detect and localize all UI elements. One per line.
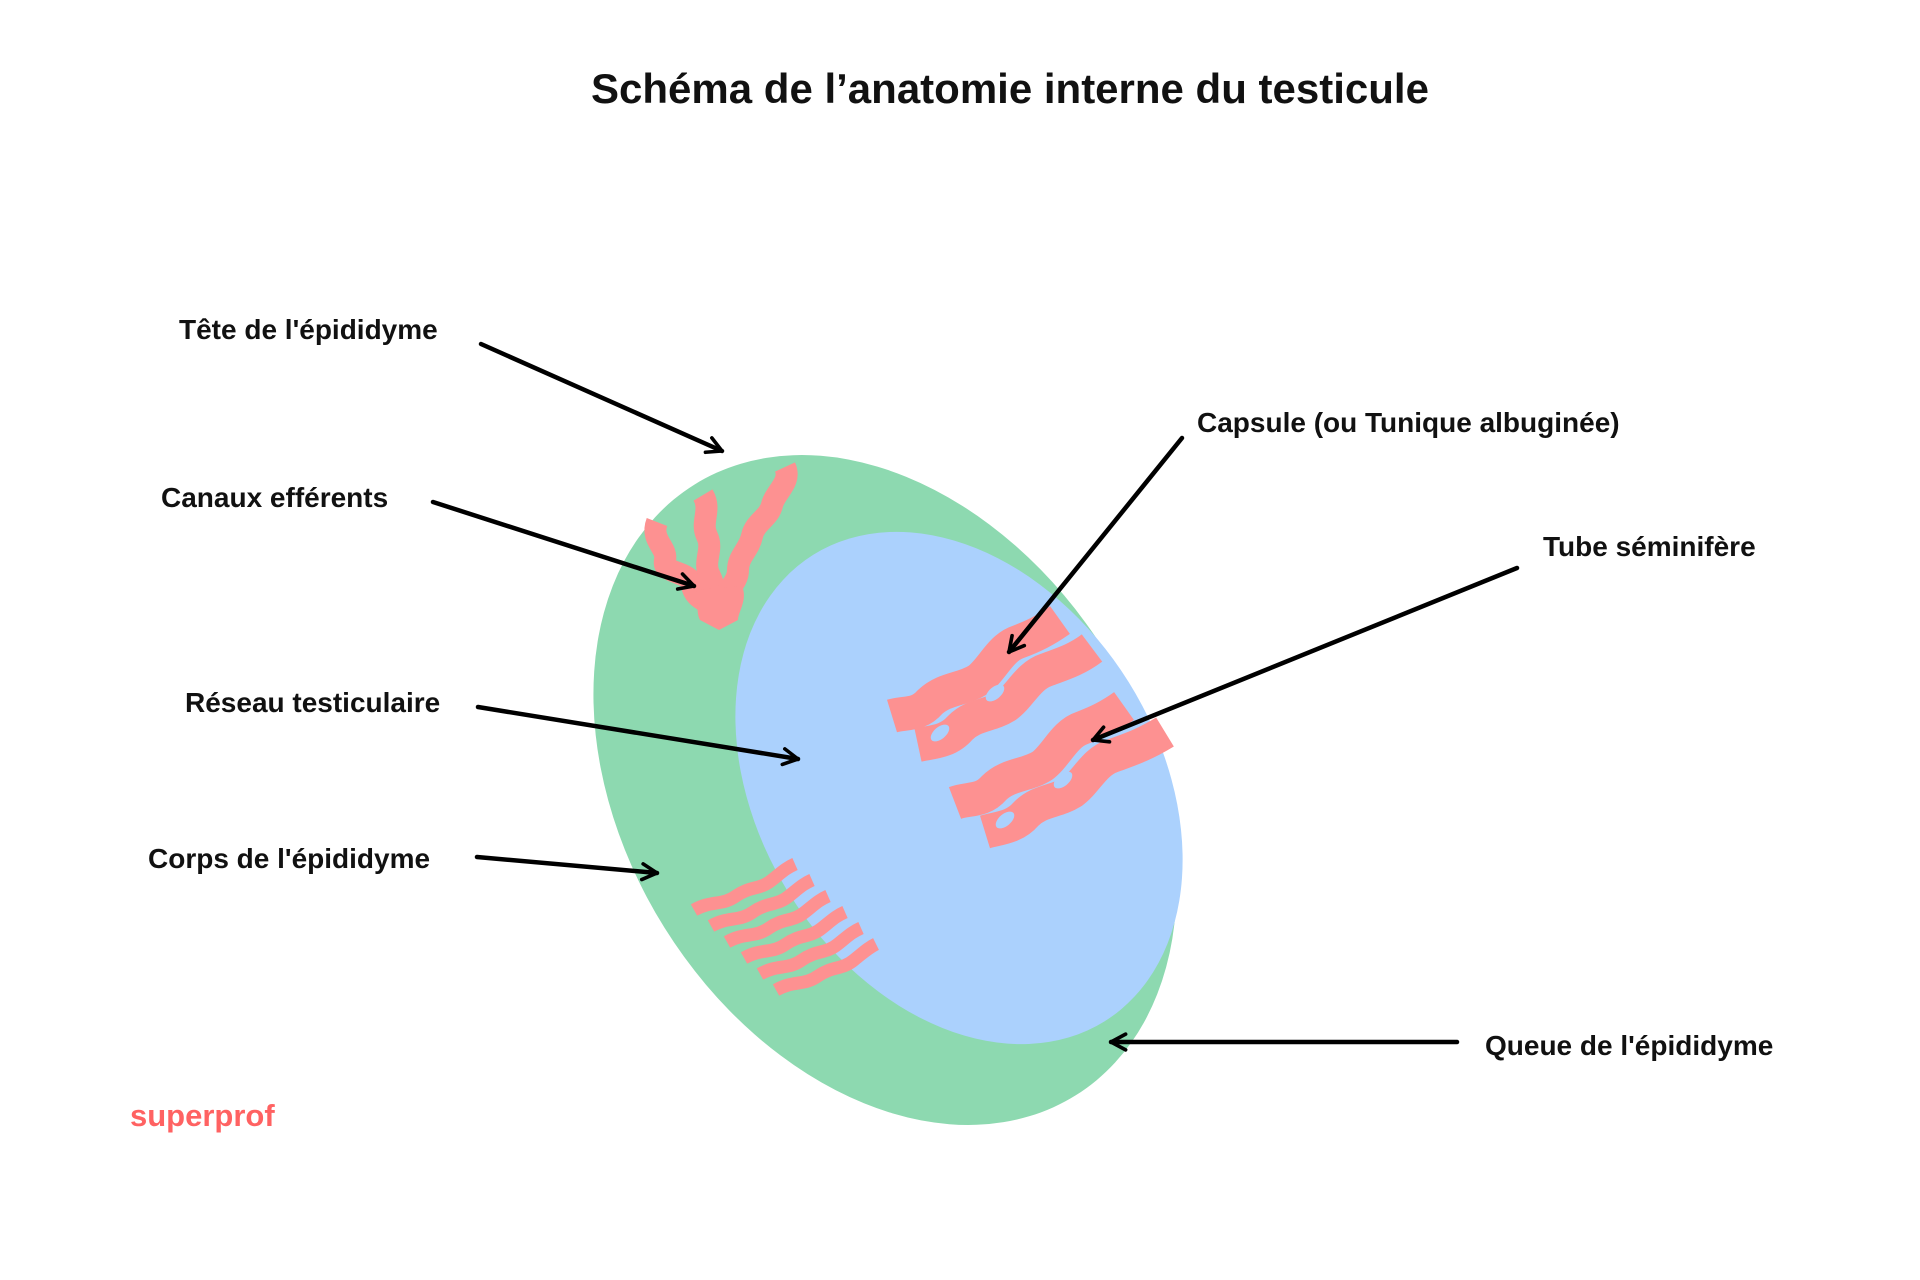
arrow-corps-epididyme bbox=[474, 854, 660, 882]
arrow-tube-seminifere bbox=[1090, 565, 1520, 744]
label-reseau-testiculaire: Réseau testiculaire bbox=[185, 687, 440, 718]
diagram-title: Schéma de l’anatomie interne du testicul… bbox=[591, 65, 1429, 112]
superprof-logo: superprof bbox=[130, 1098, 275, 1133]
seminiferous-tubules-shape bbox=[887, 606, 1174, 849]
epididymis-body-tubules-shape bbox=[690, 858, 880, 996]
label-tube-seminifere: Tube séminifère bbox=[1543, 531, 1756, 562]
arrow-reseau-testiculaire bbox=[475, 704, 801, 767]
label-capsule: Capsule (ou Tunique albuginée) bbox=[1197, 407, 1620, 438]
label-tete-epididyme: Tête de l'épididyme bbox=[179, 314, 438, 345]
label-corps-epididyme: Corps de l'épididyme bbox=[148, 843, 430, 874]
label-queue-epididyme: Queue de l'épididyme bbox=[1485, 1030, 1773, 1061]
arrow-canaux-efferents bbox=[430, 499, 697, 591]
arrow-capsule bbox=[1006, 435, 1185, 655]
arrow-tete-epididyme bbox=[478, 341, 725, 455]
label-canaux-efferents: Canaux efférents bbox=[161, 482, 388, 513]
